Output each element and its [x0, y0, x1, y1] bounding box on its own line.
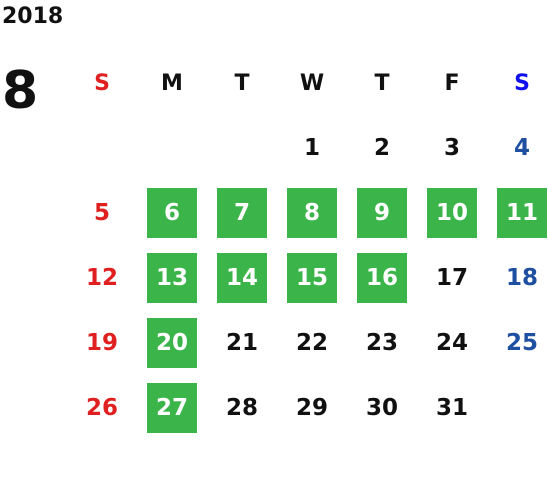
day-number: 25 — [505, 330, 538, 356]
month-number: 8 — [2, 61, 39, 121]
day-number — [77, 123, 127, 173]
day-number: 29 — [295, 395, 328, 421]
day-number: 26 — [85, 395, 118, 421]
day-number: 11 — [497, 188, 547, 238]
empty-day-cell — [487, 375, 548, 440]
day-cell[interactable]: 21 — [207, 310, 277, 375]
day-number: 1 — [303, 135, 320, 161]
day-cell[interactable]: 14 — [207, 245, 277, 310]
day-cell[interactable]: 27 — [137, 375, 207, 440]
day-number: 16 — [357, 253, 407, 303]
weekday-label: M — [161, 70, 183, 96]
day-cell[interactable]: 8 — [277, 180, 347, 245]
day-cell[interactable]: 3 — [417, 115, 487, 180]
day-number: 30 — [365, 395, 398, 421]
empty-day-cell — [137, 115, 207, 180]
day-cell[interactable]: 15 — [277, 245, 347, 310]
day-number: 24 — [435, 330, 468, 356]
weekday-label: T — [374, 70, 390, 96]
day-number: 31 — [435, 395, 468, 421]
weekday-label: T — [234, 70, 250, 96]
day-cell[interactable]: 20 — [137, 310, 207, 375]
day-number: 9 — [357, 188, 407, 238]
day-number: 4 — [513, 135, 530, 161]
day-number: 8 — [287, 188, 337, 238]
day-cell[interactable]: 11 — [487, 180, 548, 245]
weekday-header-row: S M T W T F S — [67, 50, 548, 115]
day-number: 12 — [85, 265, 118, 291]
empty-day-cell — [207, 115, 277, 180]
weekday-label: F — [444, 70, 460, 96]
day-cell[interactable]: 22 — [277, 310, 347, 375]
weekday-header-monday: M — [137, 50, 207, 115]
day-number — [497, 383, 547, 433]
day-cell[interactable]: 4 — [487, 115, 548, 180]
day-cell[interactable]: 29 — [277, 375, 347, 440]
day-cell[interactable]: 17 — [417, 245, 487, 310]
day-cell[interactable]: 23 — [347, 310, 417, 375]
day-cell[interactable]: 28 — [207, 375, 277, 440]
day-cell[interactable]: 7 — [207, 180, 277, 245]
day-cell[interactable]: 10 — [417, 180, 487, 245]
day-cell[interactable]: 31 — [417, 375, 487, 440]
week-row: 26 27 28 29 30 31 — [67, 375, 548, 440]
day-number: 21 — [225, 330, 258, 356]
weekday-header-saturday: S — [487, 50, 548, 115]
day-number: 19 — [85, 330, 118, 356]
week-row: 19 20 21 22 23 24 25 — [67, 310, 548, 375]
day-number: 22 — [295, 330, 328, 356]
weekday-header-sunday: S — [67, 50, 137, 115]
day-cell[interactable]: 5 — [67, 180, 137, 245]
day-cell[interactable]: 6 — [137, 180, 207, 245]
weekday-header-tuesday: T — [207, 50, 277, 115]
day-cell[interactable]: 9 — [347, 180, 417, 245]
weekday-header-friday: F — [417, 50, 487, 115]
day-number: 2 — [373, 135, 390, 161]
day-cell[interactable]: 13 — [137, 245, 207, 310]
weekday-label: W — [299, 70, 325, 96]
year-label: 2018 — [2, 4, 64, 29]
weekday-header-wednesday: W — [277, 50, 347, 115]
day-number: 17 — [435, 265, 468, 291]
day-cell[interactable]: 2 — [347, 115, 417, 180]
day-number: 20 — [147, 318, 197, 368]
day-cell[interactable]: 24 — [417, 310, 487, 375]
week-row: 12 13 14 15 16 17 18 — [67, 245, 548, 310]
day-number: 18 — [505, 265, 538, 291]
day-number: 10 — [427, 188, 477, 238]
weekday-label: S — [514, 70, 530, 96]
day-cell[interactable]: 1 — [277, 115, 347, 180]
day-number — [147, 123, 197, 173]
day-number: 3 — [443, 135, 460, 161]
day-number: 15 — [287, 253, 337, 303]
day-number: 23 — [365, 330, 398, 356]
day-cell[interactable]: 19 — [67, 310, 137, 375]
day-cell[interactable]: 25 — [487, 310, 548, 375]
day-number: 6 — [147, 188, 197, 238]
day-cell[interactable]: 16 — [347, 245, 417, 310]
empty-day-cell — [67, 115, 137, 180]
day-number: 27 — [147, 383, 197, 433]
week-row: 1 2 3 4 — [67, 115, 548, 180]
day-cell[interactable]: 26 — [67, 375, 137, 440]
day-cell[interactable]: 18 — [487, 245, 548, 310]
day-number: 14 — [217, 253, 267, 303]
day-number: 13 — [147, 253, 197, 303]
day-number: 5 — [93, 200, 110, 226]
weekday-label: S — [94, 70, 110, 96]
weekday-header-thursday: T — [347, 50, 417, 115]
day-cell[interactable]: 30 — [347, 375, 417, 440]
day-cell[interactable]: 12 — [67, 245, 137, 310]
day-number — [217, 123, 267, 173]
day-number: 28 — [225, 395, 258, 421]
day-number: 7 — [217, 188, 267, 238]
